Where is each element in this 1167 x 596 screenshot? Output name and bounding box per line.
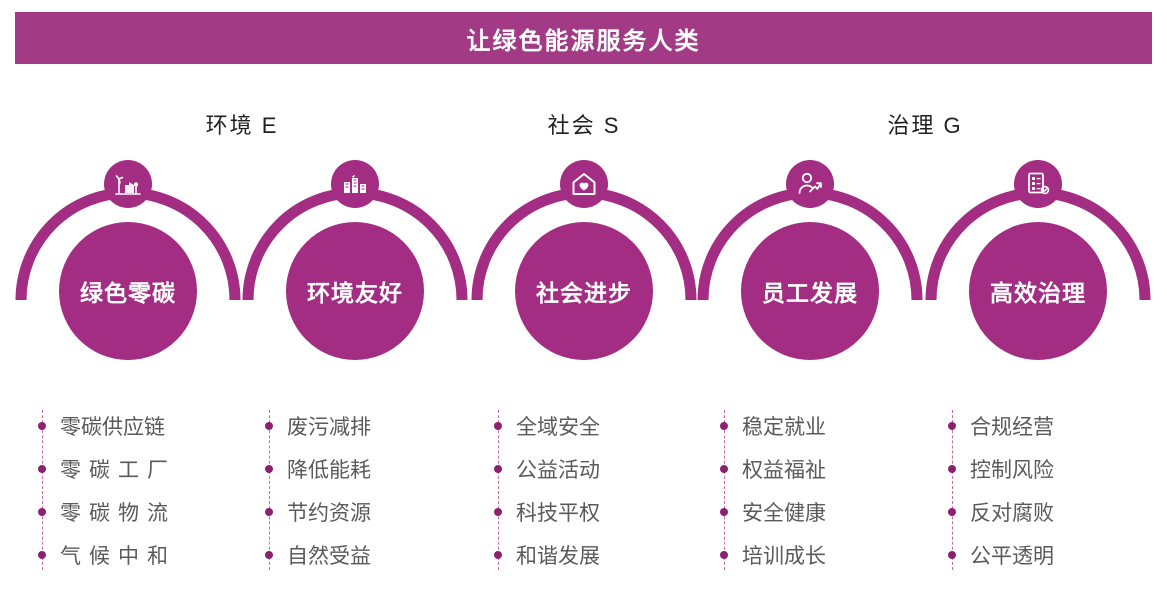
pillar-node[interactable]: 高效治理	[923, 160, 1153, 390]
list-item[interactable]: 权益福祉	[710, 447, 910, 490]
list-item[interactable]: 降低能耗	[255, 447, 455, 490]
pillar-label: 社会进步	[536, 280, 632, 306]
list-item[interactable]: 废污减排	[255, 404, 455, 447]
list-item-label: 节约资源	[287, 501, 371, 525]
list-item[interactable]: 零碳工厂	[28, 447, 228, 490]
list-item-label: 废污减排	[287, 415, 371, 439]
bullet-dashed-line	[724, 410, 725, 570]
list-item-label: 安全健康	[742, 501, 826, 525]
pillar-circle[interactable]: 绿色零碳	[59, 222, 197, 360]
bullet-dot-icon	[948, 464, 956, 473]
pillar-label: 绿色零碳	[80, 280, 176, 306]
list-item[interactable]: 稳定就业	[710, 404, 910, 447]
bullet-dot-icon	[265, 550, 273, 559]
list-item[interactable]: 气候中和	[28, 533, 228, 576]
bullet-dot-icon	[720, 464, 728, 473]
category-label-0: 环境 E	[205, 113, 279, 138]
bullet-dot-icon	[265, 464, 273, 473]
list-item[interactable]: 科技平权	[484, 490, 684, 533]
list-item-label: 公益活动	[516, 458, 600, 482]
header-banner: 让绿色能源服务人类	[15, 12, 1152, 64]
list-item[interactable]: 公平透明	[938, 533, 1138, 576]
bullet-dashed-line	[498, 410, 499, 570]
bullet-dot-icon	[494, 550, 502, 559]
list-item-label: 全域安全	[516, 415, 600, 439]
pillar-node[interactable]: 绿色零碳	[13, 160, 243, 390]
list-item-label: 降低能耗	[287, 458, 371, 482]
page-title: 让绿色能源服务人类	[466, 27, 701, 55]
document-checklist-icon	[1014, 160, 1062, 208]
list-item[interactable]: 培训成长	[710, 533, 910, 576]
pillar-circle[interactable]: 员工发展	[741, 222, 879, 360]
bullet-dot-icon	[38, 507, 46, 516]
list-item-label: 培训成长	[742, 544, 826, 568]
pillar-circle[interactable]: 环境友好	[286, 222, 424, 360]
list-item[interactable]: 和谐发展	[484, 533, 684, 576]
pillar-circle[interactable]: 高效治理	[969, 222, 1107, 360]
list-item-label: 和谐发展	[516, 544, 600, 568]
bullet-column: 稳定就业权益福祉安全健康培训成长	[710, 404, 910, 576]
bullet-dot-icon	[494, 421, 502, 430]
pillar-label: 高效治理	[990, 280, 1086, 306]
category-label-1: 社会 S	[547, 113, 621, 138]
pillar-node[interactable]: 员工发展	[695, 160, 925, 390]
list-item-label: 反对腐败	[970, 501, 1054, 525]
factory-wind-icon	[104, 160, 152, 208]
bullet-dot-icon	[38, 464, 46, 473]
bullet-dot-icon	[265, 507, 273, 516]
pillar-node[interactable]: 环境友好	[240, 160, 470, 390]
list-item[interactable]: 节约资源	[255, 490, 455, 533]
bullet-dot-icon	[265, 421, 273, 430]
bullet-dot-icon	[38, 421, 46, 430]
list-item-label: 零碳物流	[60, 501, 176, 525]
list-item[interactable]: 零碳供应链	[28, 404, 228, 447]
pillar-node[interactable]: 社会进步	[469, 160, 699, 390]
bullet-dot-icon	[720, 421, 728, 430]
bullet-dashed-line	[952, 410, 953, 570]
bullet-dot-icon	[948, 421, 956, 430]
bullet-dot-icon	[38, 550, 46, 559]
list-item[interactable]: 反对腐败	[938, 490, 1138, 533]
bullet-column: 零碳供应链零碳工厂零碳物流气候中和	[28, 404, 228, 576]
list-item[interactable]: 安全健康	[710, 490, 910, 533]
bullet-dot-icon	[494, 464, 502, 473]
bullet-dot-icon	[948, 550, 956, 559]
list-item-label: 科技平权	[516, 501, 600, 525]
list-item[interactable]: 控制风险	[938, 447, 1138, 490]
list-item-label: 零碳工厂	[60, 458, 176, 482]
bullet-dot-icon	[720, 507, 728, 516]
pillar-label: 环境友好	[307, 280, 403, 306]
home-heart-icon	[560, 160, 608, 208]
list-item[interactable]: 全域安全	[484, 404, 684, 447]
pillar-label: 员工发展	[762, 280, 858, 306]
list-item[interactable]: 公益活动	[484, 447, 684, 490]
list-item-label: 自然受益	[287, 544, 371, 568]
list-item-label: 稳定就业	[742, 415, 826, 439]
bullet-dot-icon	[494, 507, 502, 516]
person-growth-icon	[786, 160, 834, 208]
list-item-label: 零碳供应链	[60, 415, 165, 439]
pillar-circle[interactable]: 社会进步	[515, 222, 653, 360]
bullet-dot-icon	[720, 550, 728, 559]
category-label-2: 治理 G	[887, 113, 963, 138]
list-item-label: 气候中和	[60, 544, 176, 568]
bullet-column: 全域安全公益活动科技平权和谐发展	[484, 404, 684, 576]
list-item-label: 合规经营	[970, 415, 1054, 439]
list-item-label: 权益福祉	[742, 458, 826, 482]
list-item-label: 控制风险	[970, 458, 1054, 482]
bullet-dot-icon	[948, 507, 956, 516]
eco-city-icon	[331, 160, 379, 208]
bullet-column: 合规经营控制风险反对腐败公平透明	[938, 404, 1138, 576]
list-item[interactable]: 零碳物流	[28, 490, 228, 533]
list-item[interactable]: 合规经营	[938, 404, 1138, 447]
list-item[interactable]: 自然受益	[255, 533, 455, 576]
list-item-label: 公平透明	[970, 544, 1054, 568]
bullet-dashed-line	[269, 410, 270, 570]
bullet-dashed-line	[42, 410, 43, 570]
bullet-column: 废污减排降低能耗节约资源自然受益	[255, 404, 455, 576]
